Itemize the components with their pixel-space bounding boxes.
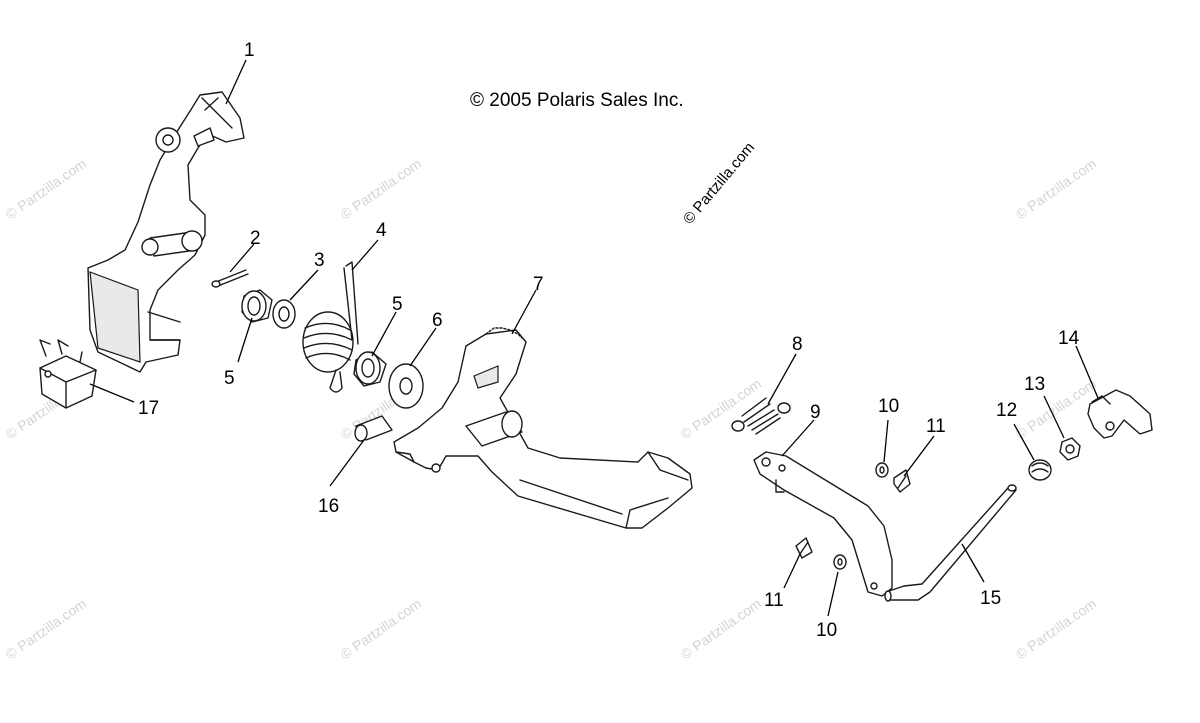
part-5-bushing [241, 289, 273, 323]
part-1-bracket [87, 91, 245, 373]
part-3-washer [272, 299, 296, 329]
watermark: © Partzilla.com [338, 595, 424, 662]
callout-labels: 1 2 3 4 5 5 6 7 8 9 10 10 11 11 12 13 14… [138, 40, 1080, 641]
leader-lines [89, 59, 1099, 617]
part-13-nut [1059, 437, 1081, 461]
leader-3 [289, 269, 319, 301]
callout-8: 8 [792, 334, 803, 355]
watermark: © Partzilla.com [678, 595, 764, 662]
watermark: © Partzilla.com [1013, 155, 1099, 222]
part-4-torsion-spring [302, 261, 359, 393]
leader-10b [827, 571, 839, 617]
part-12-bushing [1028, 459, 1052, 481]
part-10-washer [833, 554, 847, 570]
leader-14 [1075, 345, 1099, 399]
leader-11b [783, 553, 801, 589]
leader-7 [511, 289, 537, 335]
callout-7: 7 [533, 274, 544, 295]
part-17-switch [39, 339, 97, 409]
callout-5: 5 [392, 294, 403, 315]
part-9-lever [753, 451, 893, 597]
watermark: © Partzilla.com [338, 155, 424, 222]
callout-2: 2 [250, 228, 261, 249]
part-2-cotter-pin [211, 269, 249, 288]
callout-13: 13 [1024, 374, 1045, 395]
part-8-tension-spring [731, 397, 791, 435]
callout-10: 10 [816, 620, 837, 641]
part-11-clip [795, 537, 813, 559]
callout-17: 17 [138, 398, 159, 419]
callout-12: 12 [996, 400, 1017, 421]
callout-3: 3 [314, 250, 325, 271]
leader-16 [329, 439, 365, 487]
callout-5: 5 [224, 368, 235, 389]
callout-16: 16 [318, 496, 339, 517]
callout-15: 15 [980, 588, 1001, 609]
leader-11a [903, 435, 935, 477]
leader-4 [351, 239, 379, 271]
callout-1: 1 [244, 40, 255, 61]
watermark: © Partzilla.com [3, 155, 89, 222]
watermark: © Partzilla.com [3, 595, 89, 662]
part-6-washer [388, 363, 424, 409]
leader-5a [237, 317, 253, 363]
leader-13 [1043, 395, 1065, 439]
callout-10: 10 [878, 396, 899, 417]
part-14-arm [1087, 389, 1153, 439]
leader-9 [781, 419, 815, 457]
part-10-washer [875, 462, 889, 478]
leader-6 [409, 327, 437, 367]
callout-4: 4 [376, 220, 387, 241]
leader-8 [767, 353, 797, 405]
leader-12 [1013, 423, 1035, 461]
leader-17 [89, 383, 135, 403]
callout-11: 11 [926, 416, 946, 437]
part-5-bushing [353, 351, 387, 387]
leader-1 [225, 59, 247, 105]
site-tag: © Partzilla.com [680, 139, 758, 227]
copyright-text: © 2005 Polaris Sales Inc. [470, 90, 684, 111]
part-16-pin [354, 415, 393, 442]
watermark: © Partzilla.com [1013, 595, 1099, 662]
callout-14: 14 [1058, 328, 1080, 349]
callout-11: 11 [764, 590, 784, 611]
leader-2 [229, 243, 255, 273]
part-11-clip [893, 469, 911, 493]
callout-6: 6 [432, 310, 443, 331]
callout-9: 9 [810, 402, 821, 423]
leader-15 [961, 543, 985, 583]
part-15-rod [884, 484, 1017, 602]
part-7-brake-pedal [393, 327, 693, 529]
leader-5b [371, 311, 397, 357]
leader-10a [883, 419, 889, 463]
